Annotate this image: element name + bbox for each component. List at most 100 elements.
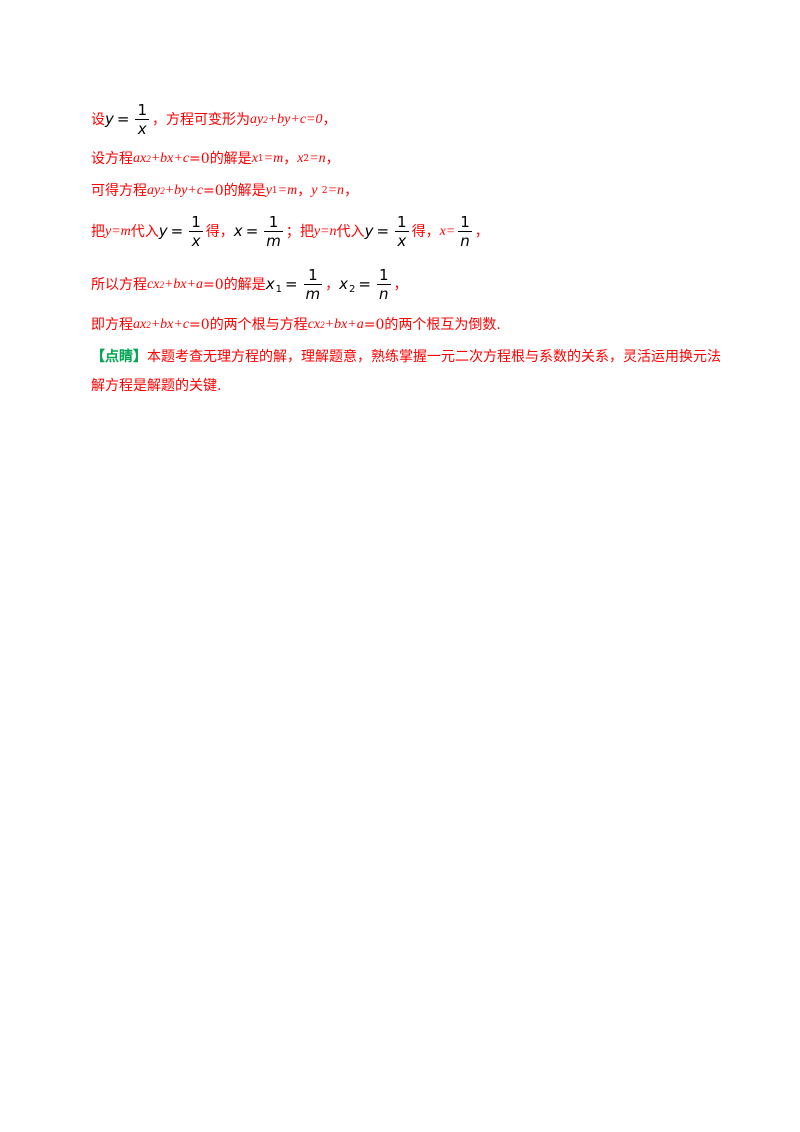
fraction-one-over-x: 1 x	[189, 214, 203, 249]
root-x2-value: =n	[309, 151, 326, 166]
expr2-base: cx	[307, 317, 321, 332]
text-prefix: 即方程	[91, 317, 133, 333]
root-x2: x	[339, 275, 349, 293]
text-prefix: 设	[91, 111, 105, 128]
root-x1: x	[265, 275, 275, 293]
fraction-denominator: n	[379, 285, 389, 303]
expr-rest: +by+c=0	[267, 111, 323, 127]
text-mid: ，方程可变形为	[152, 111, 251, 128]
fraction-numerator: 1	[397, 213, 407, 231]
fraction-numerator: 1	[191, 213, 201, 231]
fraction-numerator: 1	[308, 266, 318, 284]
text-mid: 的解是	[223, 183, 266, 199]
fraction-denominator: x	[397, 232, 407, 250]
separator: ，	[283, 151, 298, 167]
text-tail: 的两个根互为倒数.	[384, 317, 501, 333]
text-tail: ，	[393, 276, 408, 293]
root-y2: y	[311, 183, 318, 198]
expr-equals-zero: =0	[203, 276, 224, 293]
note-tag: 【点睛】	[91, 349, 147, 365]
expr-rest: +bx+c	[150, 151, 190, 166]
fraction-one-over-x: 1 x	[135, 101, 150, 138]
fraction-denominator: m	[266, 232, 281, 250]
fraction-denominator: m	[305, 285, 321, 303]
expr-base: ay	[250, 111, 264, 127]
solution-line-4: 把 y=m 代入 y = 1 x 得， x = 1 m ；把 y=n 代入 y …	[91, 214, 489, 249]
expr-equals-zero: =0	[203, 183, 224, 199]
separator: ，	[297, 183, 312, 199]
math-var-y: y	[105, 110, 114, 128]
text-prefix: 可得方程	[91, 183, 147, 199]
fraction-one-over-x: 1 x	[395, 214, 409, 249]
fraction-denominator: x	[191, 232, 201, 250]
root-y1-value: =m	[277, 183, 298, 198]
fraction-one-over-m: 1 m	[264, 214, 283, 249]
expr-base: cx	[147, 276, 160, 292]
math-var-x: x	[233, 222, 243, 240]
math-equals: =	[245, 222, 259, 240]
math-var-y: y	[364, 222, 374, 240]
substitution-1: y=m	[105, 223, 131, 239]
fraction-denominator: n	[460, 232, 470, 250]
math-equals: =	[170, 222, 184, 240]
root-x2: x	[297, 151, 304, 166]
expr-rest: +by+c	[164, 183, 204, 198]
text-p6: 得，	[411, 223, 440, 240]
fraction-one-over-m: 1 m	[303, 266, 323, 303]
math-x-equals: x=	[439, 223, 456, 239]
note-text: 本题考查无理方程的解，理解题意，熟练掌握一元二次方程根与系数的关系，灵活运用换元…	[91, 349, 721, 394]
text-tail: ，	[474, 223, 489, 240]
fraction-numerator: 1	[379, 266, 389, 284]
root-x1: x	[251, 151, 258, 166]
fraction-bar	[135, 119, 150, 120]
expr1-equals-zero: =0	[189, 317, 210, 333]
text-p1: 把	[91, 223, 105, 240]
math-var-y: y	[158, 222, 168, 240]
separator: ，	[325, 276, 340, 293]
fraction-numerator: 1	[268, 213, 279, 231]
fraction-bar	[303, 284, 323, 285]
fraction-bar	[458, 231, 472, 232]
expr1-rest: +bx+c	[150, 317, 190, 332]
text-tail: ，	[325, 151, 340, 167]
fraction-denominator: x	[137, 120, 147, 138]
text-p4: ；把	[285, 223, 314, 240]
fraction-one-over-n: 1 n	[377, 267, 391, 302]
note-paragraph: 【点睛】本题考查无理方程的解，理解题意，熟练掌握一元二次方程根与系数的关系，灵活…	[91, 343, 731, 401]
expr2-rest: +bx+a	[324, 317, 364, 332]
math-equals: =	[358, 275, 371, 293]
substitution-2: y=n	[313, 223, 337, 239]
root-x1-subscript: 1	[275, 283, 282, 295]
fraction-one-over-n: 1 n	[458, 214, 472, 249]
text-prefix: 所以方程	[91, 276, 147, 293]
fraction-numerator: 1	[137, 101, 148, 119]
text-p2: 代入	[130, 223, 159, 240]
root-y1: y	[265, 183, 272, 198]
expr-equals-zero: =0	[189, 151, 210, 167]
expr2-equals-zero: =0	[363, 317, 385, 333]
fraction-bar	[264, 231, 283, 232]
text-p3: 得，	[205, 223, 234, 240]
expr-base: ax	[133, 151, 147, 166]
text-mid: 的解是	[209, 151, 252, 167]
math-equals: =	[284, 275, 298, 293]
text-prefix: 设方程	[91, 151, 133, 167]
root-x2-subscript: 2	[349, 283, 356, 295]
text-tail: ，	[322, 111, 337, 128]
root-y2-value: =n	[327, 183, 345, 198]
fraction-bar	[395, 231, 409, 232]
root-x1-value: =m	[263, 151, 284, 166]
math-equals: =	[116, 110, 130, 128]
fraction-bar	[189, 231, 203, 232]
fraction-bar	[377, 284, 391, 285]
text-tail: ，	[344, 183, 359, 199]
fraction-numerator: 1	[460, 213, 470, 231]
text-p5: 代入	[336, 223, 365, 240]
expr-base: ay	[147, 183, 161, 198]
